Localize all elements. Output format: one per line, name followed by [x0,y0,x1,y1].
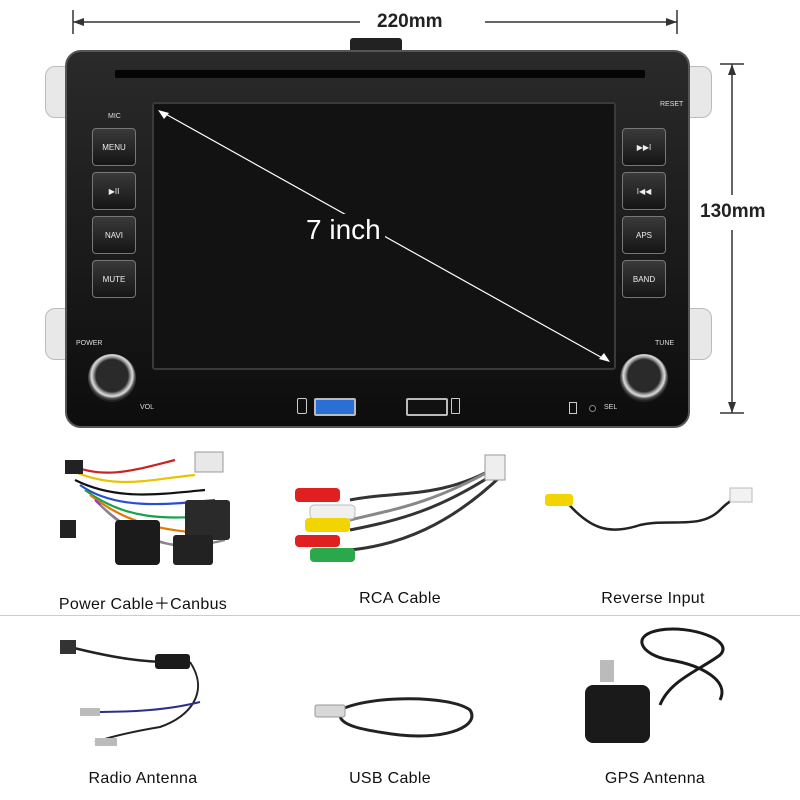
cd-slot [115,70,645,78]
rca-cable-image [295,454,506,562]
volume-knob[interactable] [88,354,136,402]
gps-antenna-image [585,627,725,743]
usb-cable-image [314,697,474,738]
mic-label: MIC [108,113,121,120]
tune-knob[interactable] [620,354,668,402]
previous-track-button[interactable]: I◀◀ [622,172,666,210]
section-divider [0,615,800,616]
reset-hole [589,405,596,412]
usb-icon [297,398,307,414]
reverse-input-caption: Reverse Input [601,590,705,607]
band-button[interactable]: BAND [622,260,666,298]
power-cable-canbus-caption: Power Cable＋Canbus [58,596,228,613]
menu-button[interactable]: MENU [92,128,136,166]
play-pause-button[interactable]: ▶II [92,172,136,210]
top-clip [350,38,402,52]
navi-button[interactable]: NAVI [92,216,136,254]
card-icon [451,398,460,414]
reverse-input-image [545,487,753,531]
gps-antenna-caption: GPS Antenna [604,770,706,787]
height-dimension-label: 130mm [700,201,766,223]
sd-icon [569,402,577,414]
vol-label: VOL [140,404,155,411]
radio-antenna-caption: Radio Antenna [88,770,198,787]
display-screen: 7 inch [152,102,616,370]
sel-label: SEL [604,404,618,411]
power-label: POWER [76,340,103,347]
radio-antenna-image [60,640,201,746]
aps-button[interactable]: APS [622,216,666,254]
power-cable-canbus-image [60,451,230,565]
aux-port [406,398,448,416]
usb-port [314,398,356,416]
next-track-button[interactable]: ▶▶I [622,128,666,166]
screen-size-label: 7 inch [302,214,385,246]
usb-cable-caption: USB Cable [349,770,431,787]
width-dimension-label: 220mm [377,11,443,33]
rca-cable-caption: RCA Cable [359,590,441,607]
tune-label: TUNE [655,340,675,347]
mute-button[interactable]: MUTE [92,260,136,298]
reset-label: RESET [660,101,684,108]
